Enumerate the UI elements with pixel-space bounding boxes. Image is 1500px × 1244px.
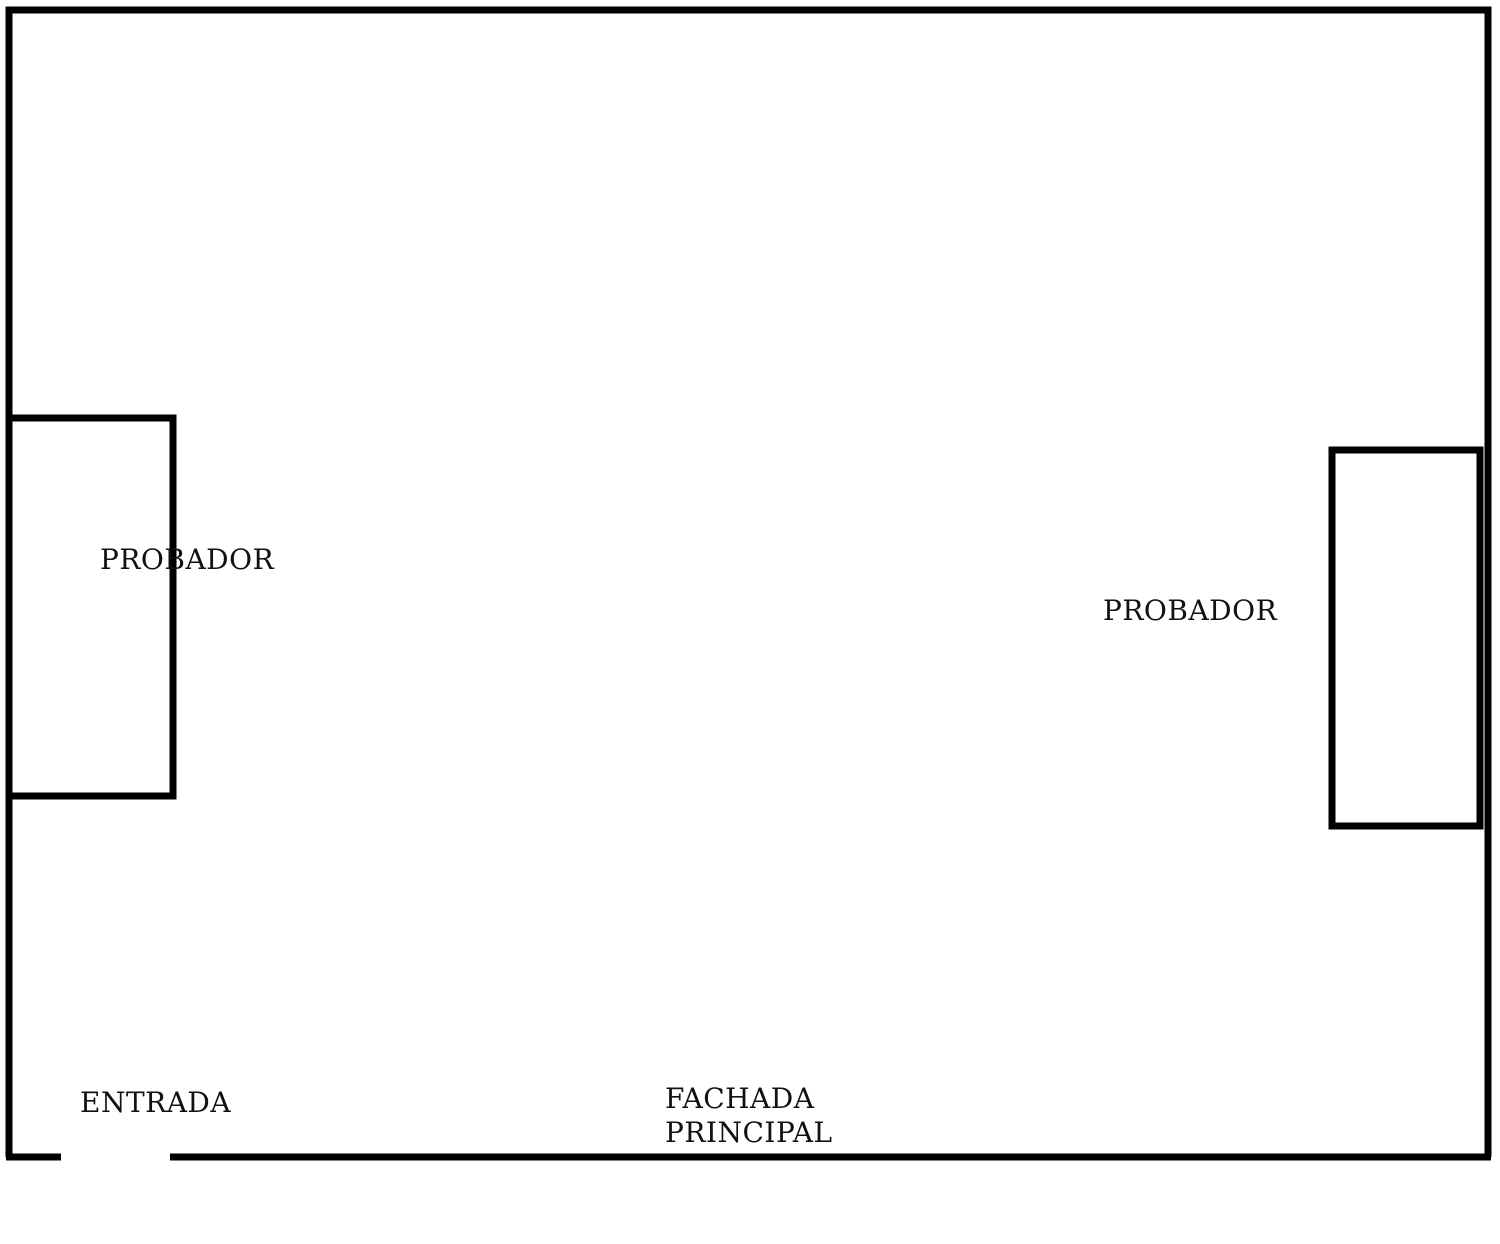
entrance-label: ENTRADA xyxy=(80,1086,232,1119)
fitting-room-right xyxy=(1328,446,1484,830)
fitting-room-left-label: PROBADOR xyxy=(100,543,275,576)
fitting-room-left xyxy=(5,414,177,800)
fitting-room-right-label: PROBADOR xyxy=(1103,594,1278,627)
main-facade-label-line2: PRINCIPAL xyxy=(665,1116,833,1149)
main-facade-label-line1: FACHADA xyxy=(665,1082,815,1115)
main-facade-label: FACHADA PRINCIPAL xyxy=(665,1082,833,1150)
outer-wall xyxy=(5,6,1492,1157)
